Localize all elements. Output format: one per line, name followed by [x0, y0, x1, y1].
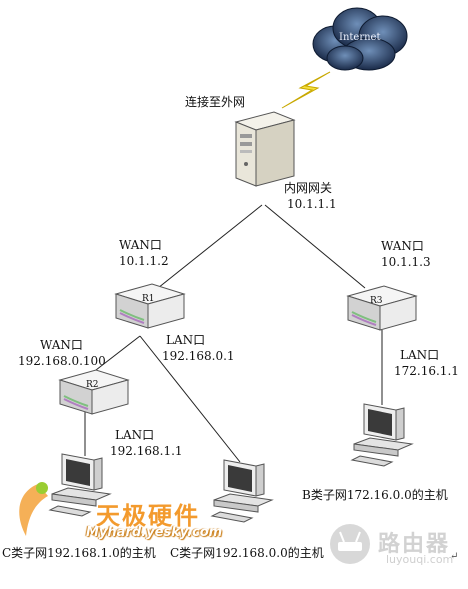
- watermark-right-url: luyouqi.com: [386, 553, 454, 566]
- link-gateway-r1: [157, 204, 263, 289]
- r1-lan-label: LAN口: [166, 333, 206, 347]
- link-r1-r2: [95, 335, 141, 371]
- internet-cloud-icon: [305, 2, 413, 74]
- router-r1-icon: [112, 280, 188, 332]
- router-r2-icon: [56, 366, 132, 418]
- r2-wan-label: WAN口: [40, 338, 83, 352]
- r1-wan-label: WAN口: [119, 238, 162, 252]
- router-logo-icon: [328, 522, 372, 566]
- r2-lan-label: LAN口: [115, 428, 155, 442]
- host-b-computer-icon: [346, 400, 416, 468]
- r3-lan-label: LAN口: [400, 348, 440, 362]
- r3-wan-label: WAN口: [381, 239, 424, 253]
- r2-name: R2: [86, 380, 99, 390]
- r1-lan-ip: 192.168.0.1: [162, 349, 235, 363]
- watermark-left-url: Myhard.yesky.com: [86, 525, 223, 540]
- watermark-right-title: 路由器: [378, 532, 451, 557]
- gateway-server-icon: [228, 108, 298, 188]
- trailing-return-mark: ↵: [450, 551, 459, 562]
- r1-name: R1: [142, 294, 155, 304]
- gateway-top-label: 连接至外网: [185, 95, 246, 109]
- host-c1-computer-icon: [44, 450, 114, 518]
- r3-wan-ip: 10.1.1.3: [381, 255, 431, 269]
- r3-name: R3: [370, 296, 383, 306]
- host-b-caption: B类子网172.16.0.0的主机: [302, 488, 448, 502]
- yesky-logo-icon: [8, 478, 68, 542]
- lightning-bolt-icon: [281, 71, 331, 109]
- r1-wan-ip: 10.1.1.2: [119, 254, 169, 268]
- link-gateway-r3: [264, 204, 366, 289]
- host-c0-computer-icon: [206, 456, 276, 524]
- watermark-left-title: 天极硬件: [96, 502, 200, 530]
- r3-lan-ip: 172.16.1.1: [394, 364, 459, 378]
- link-r1-host-c0: [139, 335, 241, 463]
- internet-label: Internet: [339, 32, 381, 43]
- gateway-name: 内网网关: [284, 181, 333, 195]
- router-r3-icon: [344, 282, 420, 334]
- host-c0-caption: C类子网192.168.0.0的主机: [170, 546, 324, 560]
- gateway-ip: 10.1.1.1: [287, 197, 337, 211]
- r2-lan-ip: 192.168.1.1: [110, 444, 183, 458]
- host-c1-caption: C类子网192.168.1.0的主机: [2, 546, 156, 560]
- r2-wan-ip: 192.168.0.100: [18, 354, 106, 368]
